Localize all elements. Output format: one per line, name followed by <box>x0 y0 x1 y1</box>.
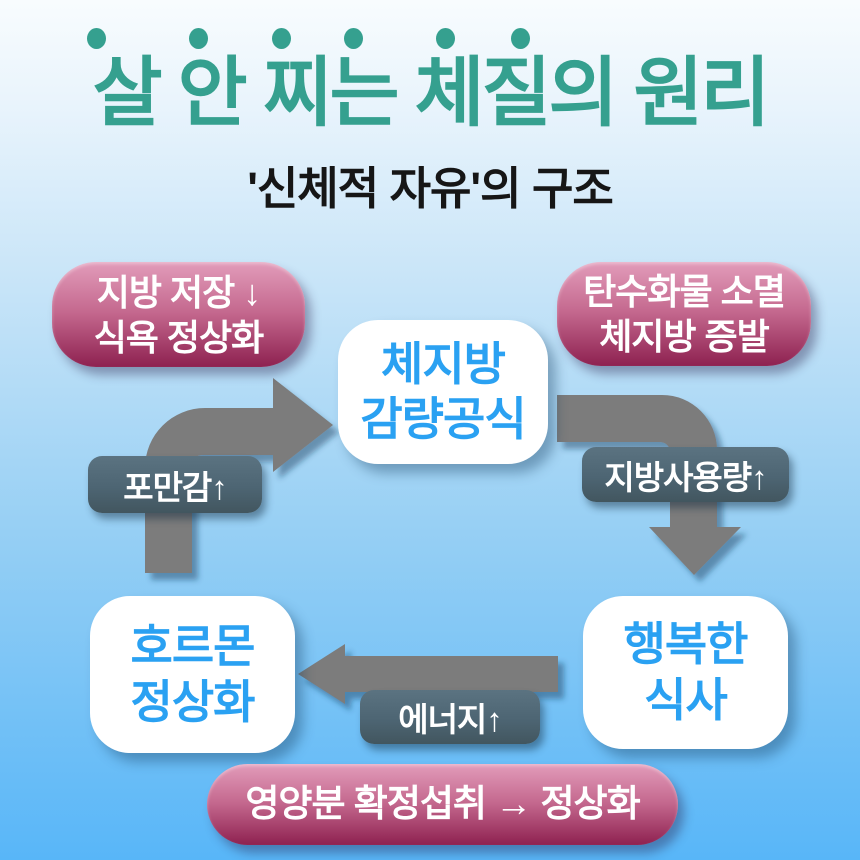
label-energy-up: 에너지↑ <box>360 690 540 744</box>
decor-dot <box>511 28 530 49</box>
decor-dot <box>344 28 363 49</box>
label-fat-usage-up: 지방사용량↑ <box>582 447 789 502</box>
node-fat-loss-formula: 체지방 감량공식 <box>338 320 548 464</box>
label-text: 지방사용량↑ <box>604 458 767 496</box>
badge-fat-storage-appetite: 지방 저장 ↓ 식욕 정상화 <box>52 262 305 367</box>
decor-dot <box>272 28 291 49</box>
arrow-left-to-hormone <box>298 644 558 704</box>
decor-dot <box>87 28 106 49</box>
badge-line: 체지방 증발 <box>599 316 770 357</box>
node-line: 감량공식 <box>360 393 526 445</box>
badge-carb-fat-burn: 탄수화물 소멸 체지방 증발 <box>557 262 811 366</box>
decor-dot <box>436 28 455 49</box>
node-hormone-normalization: 호르몬 정상화 <box>90 596 295 753</box>
page-title: 살 안 찌는 체질의 원리 <box>92 51 771 136</box>
arrow-down-to-meal <box>557 395 741 575</box>
decor-dot <box>189 28 208 49</box>
node-line: 호르몬 <box>130 620 256 673</box>
badge-nutrient-intake: 영양분 확정섭취 → 정상화 <box>207 764 678 845</box>
page-subtitle: '신체적 자유'의 구조 <box>247 163 614 214</box>
node-happy-meal: 행복한 식사 <box>583 596 788 749</box>
badge-line: 식욕 정상화 <box>93 316 265 358</box>
badge-line: 지방 저장 ↓ <box>96 271 261 313</box>
badge-line: 영양분 확정섭취 → 정상화 <box>245 783 640 825</box>
badge-line: 탄수화물 소멸 <box>583 271 786 312</box>
node-line: 식사 <box>644 673 728 726</box>
node-line: 체지방 <box>381 337 506 390</box>
label-text: 포만감↑ <box>123 468 228 506</box>
node-line: 정상화 <box>130 675 256 728</box>
arrow-up-to-center <box>145 378 333 573</box>
label-text: 에너지↑ <box>398 701 503 738</box>
label-satiety-up: 포만감↑ <box>88 456 262 513</box>
node-line: 행복한 <box>623 618 749 671</box>
